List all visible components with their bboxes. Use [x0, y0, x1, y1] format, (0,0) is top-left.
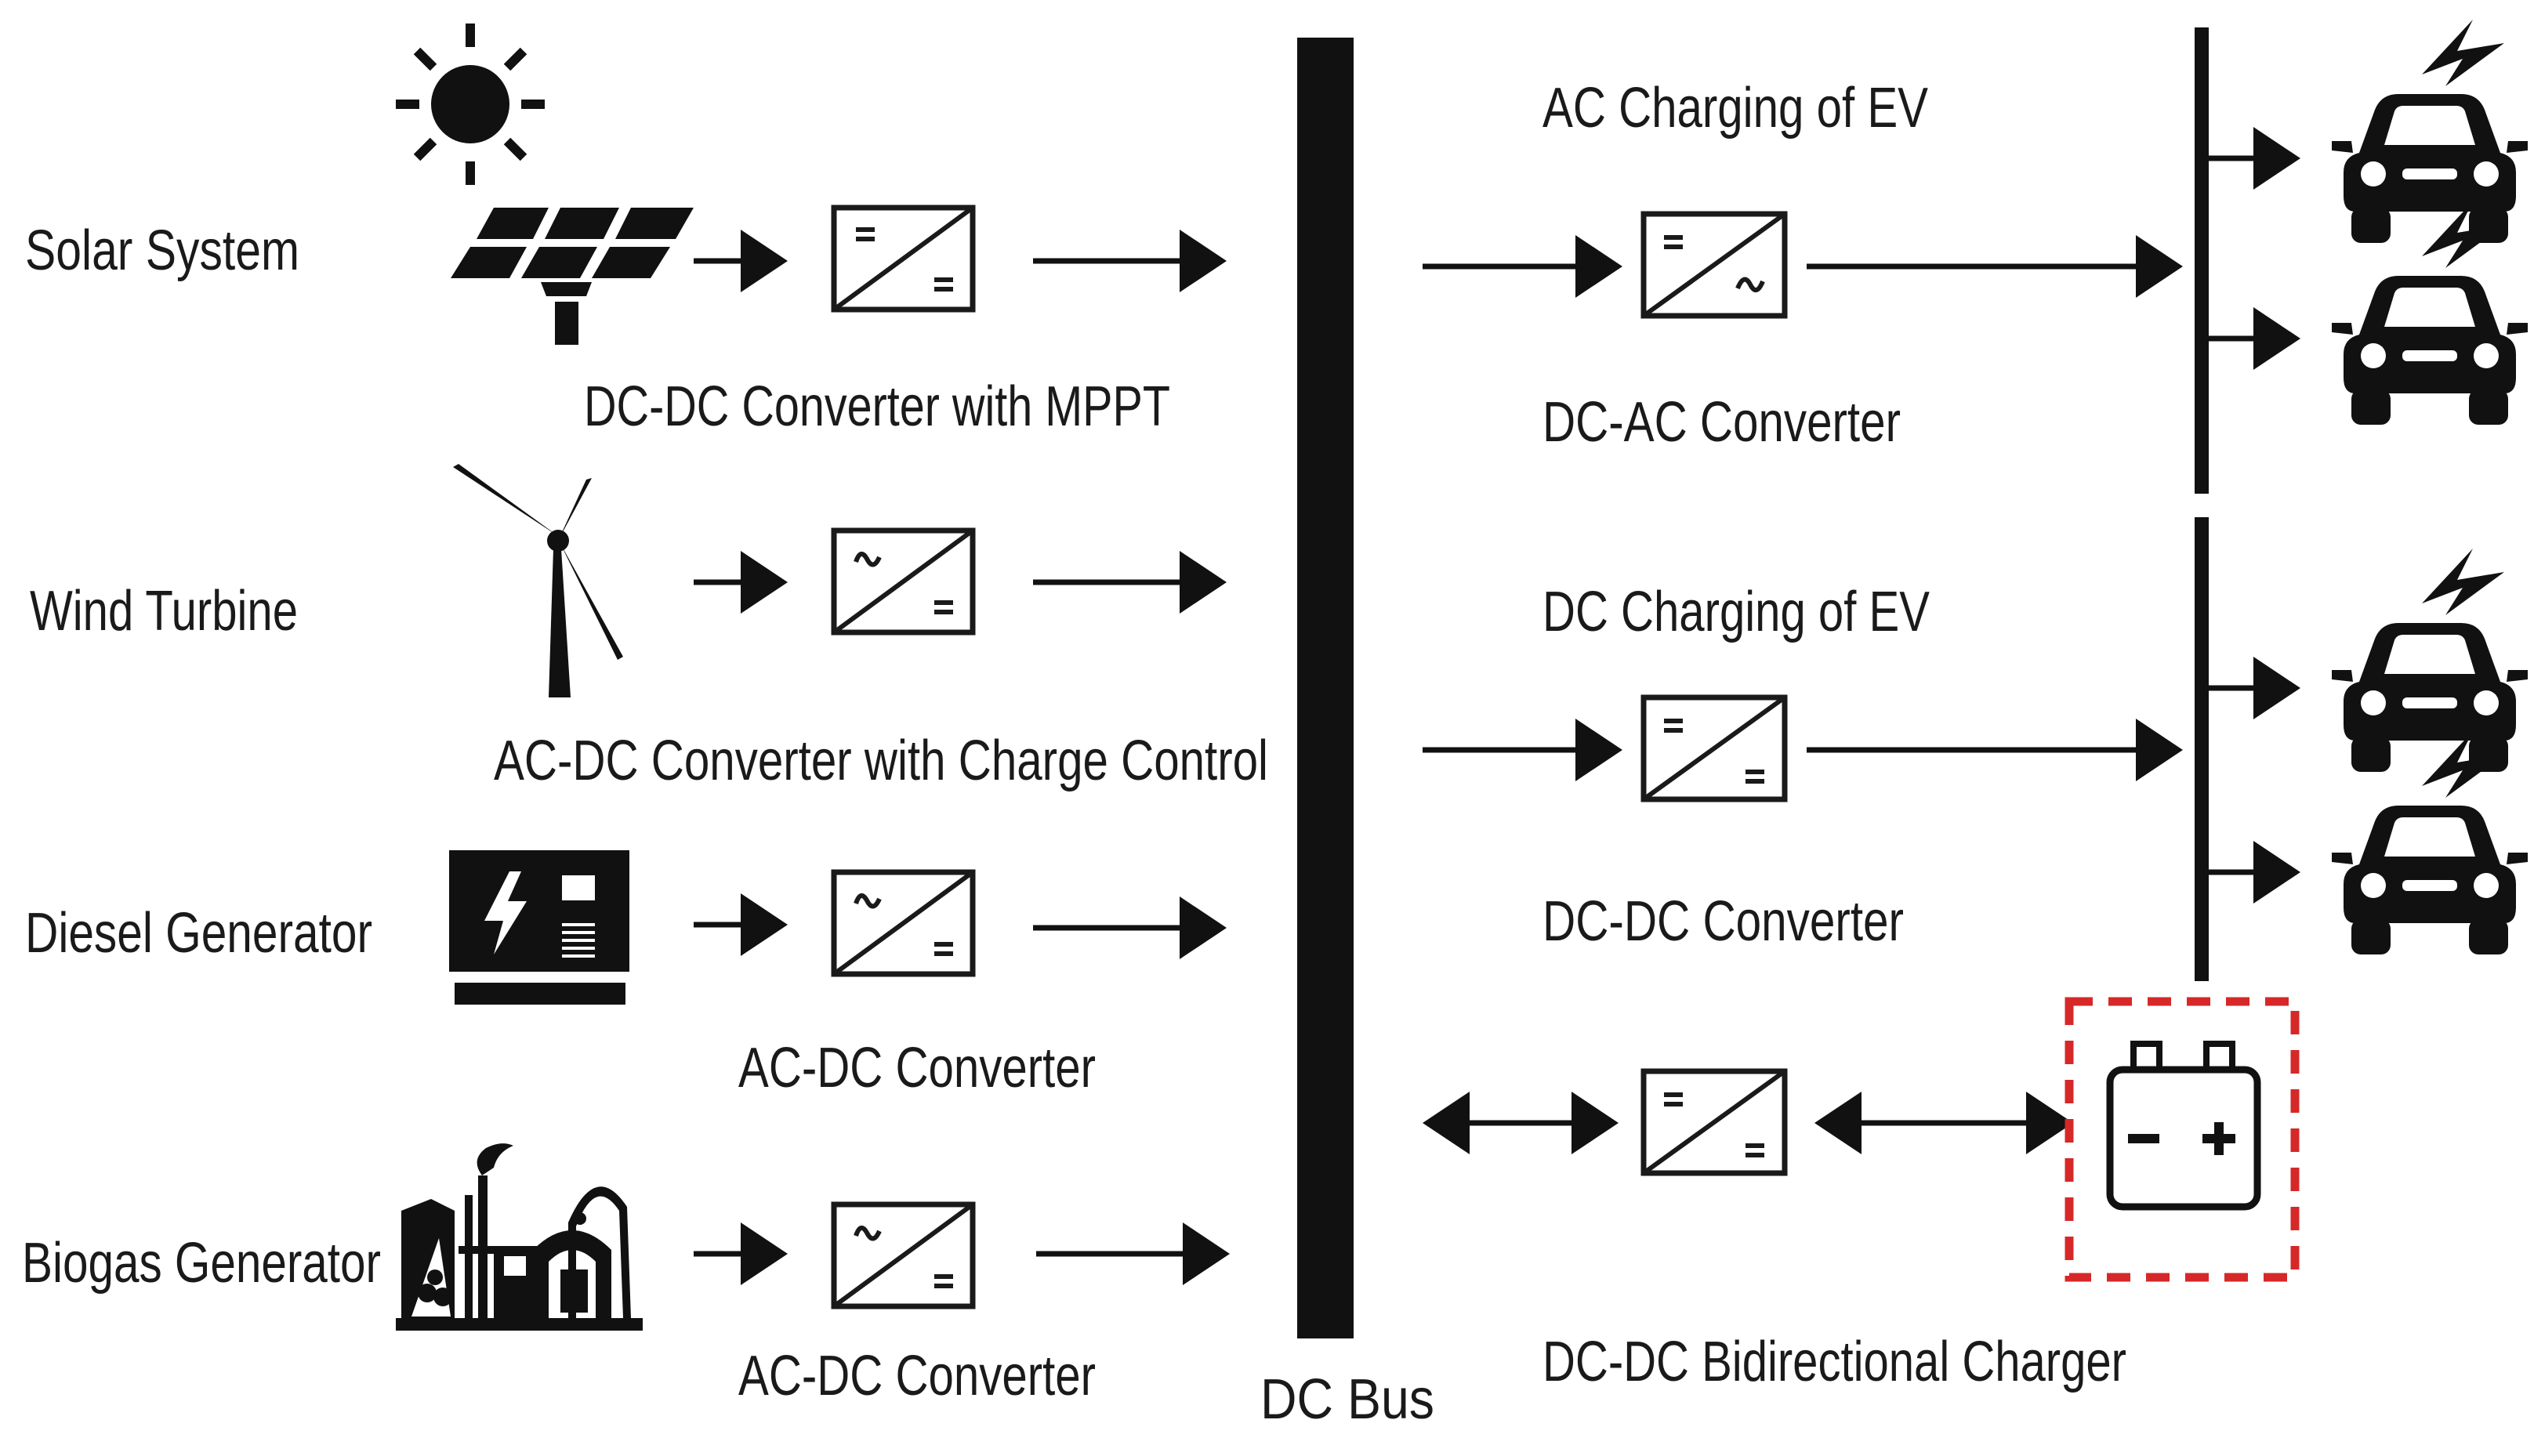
converter-dc-dc-charging [1640, 694, 1788, 802]
converter-label-wind: AC-DC Converter with Charge Control [494, 730, 1268, 792]
ev-feeder-arrows [2209, 127, 2300, 904]
converter-label-dc-ac: DC-AC Converter [1543, 391, 1901, 454]
load-arrows [1423, 235, 2183, 1154]
converter-dc-dc-bidirectional [1640, 1068, 1788, 1176]
ac-charging-busbar [2195, 27, 2209, 494]
converter-label-solar: DC-DC Converter with MPPT [584, 375, 1170, 438]
converter-label-biogas: AC-DC Converter [738, 1345, 1096, 1407]
dc-bus-label: DC Bus [1260, 1368, 1434, 1431]
sun-icon [396, 24, 545, 185]
source-label-biogas: Biogas Generator [22, 1232, 381, 1295]
converter-solar-dc-dc [831, 205, 976, 313]
electric-car-icon [2332, 20, 2528, 243]
converter-dc-ac [1640, 211, 1788, 319]
dc-bus-bar [1297, 38, 1354, 1338]
diesel-generator-icon [449, 850, 629, 1005]
load-title-ac-charging: AC Charging of EV [1543, 77, 1928, 139]
solar-panel-icon [451, 208, 694, 345]
wind-turbine-icon [453, 464, 623, 697]
battery-highlight-frame [2065, 997, 2300, 1282]
converter-biogas-ac-dc [831, 1201, 976, 1309]
electric-car-icon [2332, 549, 2528, 772]
source-label-solar: Solar System [25, 219, 299, 282]
converter-wind-ac-dc [831, 527, 976, 636]
dc-charging-busbar [2195, 517, 2209, 981]
converter-diesel-ac-dc [831, 869, 976, 977]
converter-label-bidirectional: DC-DC Bidirectional Charger [1543, 1331, 2126, 1393]
battery-icon [2106, 1041, 2261, 1211]
source-label-diesel: Diesel Generator [25, 902, 372, 965]
converter-label-dc-dc: DC-DC Converter [1543, 890, 1904, 953]
converter-label-diesel: AC-DC Converter [738, 1037, 1096, 1099]
biogas-plant-icon [396, 1143, 643, 1331]
load-title-dc-charging: DC Charging of EV [1543, 581, 1930, 643]
source-label-wind: Wind Turbine [30, 580, 298, 643]
source-arrows [694, 230, 1230, 1285]
